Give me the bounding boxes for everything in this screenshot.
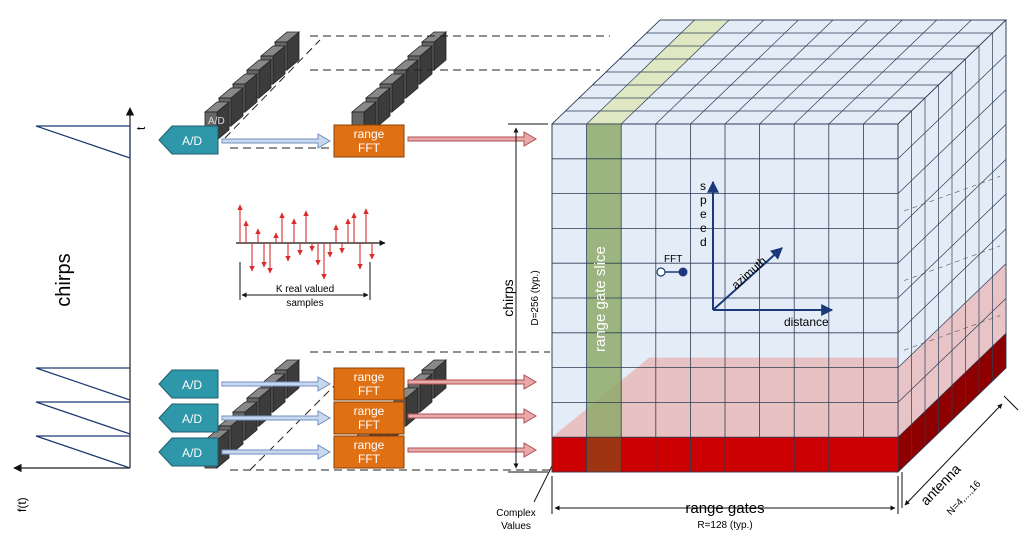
chirps-dimension-sub: D=256 (typ.): [530, 270, 541, 325]
dashed-guides: [224, 35, 610, 471]
slice-red-cell: [586, 437, 622, 472]
cube-depth-hint: [903, 245, 1001, 281]
range-gates-label: range gates: [685, 500, 764, 517]
fft-marker: FFT: [656, 254, 688, 277]
data-cube: [551, 19, 1007, 473]
svg-text:FFT: FFT: [358, 384, 381, 398]
chirp-sawtooth-top: [35, 125, 131, 159]
svg-text:range: range: [354, 370, 385, 384]
complex-values-label-2: Values: [501, 521, 531, 532]
ad-converter-3: A/D: [158, 437, 219, 467]
ad-label: A/D: [182, 412, 202, 426]
svg-text:range: range: [354, 438, 385, 452]
ad-label: A/D: [182, 134, 202, 148]
k-samples-dimension: K real valued samples: [239, 262, 371, 309]
ad-converter-1: A/D: [158, 369, 219, 399]
ad-label: A/D: [182, 446, 202, 460]
ad-label: A/D: [182, 378, 202, 392]
chirps-dimension: chirps D=256 (typ.): [500, 123, 548, 473]
ad-shadow-label: A/D: [208, 116, 225, 127]
svg-text:range: range: [354, 404, 385, 418]
t-axis-label: t: [134, 126, 148, 130]
k-samples-label-2: samples: [286, 298, 323, 309]
chirp-sawtooth-bottom: [35, 367, 131, 469]
range-gates-dimension: range gates R=128 (typ.): [551, 476, 899, 531]
range-gate-slice-label: range gate slice: [592, 246, 609, 352]
svg-text:FFT: FFT: [358, 141, 381, 155]
cube-depth-hint: [903, 315, 1001, 351]
ad-converter-top: A/D A/D: [158, 116, 225, 155]
fft-to-cube-arrows: [407, 131, 537, 458]
svg-text:FFT: FFT: [358, 452, 381, 466]
chirps-dimension-label: chirps: [500, 279, 516, 316]
sampled-signal: [236, 204, 386, 280]
range-gate-slice: [586, 124, 622, 438]
svg-text:FFT: FFT: [358, 418, 381, 432]
sample-buffer-stacks: [203, 31, 448, 469]
fft-label: FFT: [664, 254, 682, 265]
svg-text:range: range: [354, 127, 385, 141]
chirps-axis-label: chirps: [53, 253, 75, 306]
velocity-axes: [707, 180, 834, 316]
distance-axis-label: distance: [784, 315, 829, 329]
complex-values-label: Complex: [496, 508, 535, 519]
range-fft-top: range FFT: [333, 124, 405, 158]
ft-axis-label: f(t): [15, 497, 29, 512]
complex-values-callout: Complex Values: [496, 465, 553, 532]
ad-converter-2: A/D: [158, 403, 219, 433]
range-gates-sub: R=128 (typ.): [697, 520, 752, 531]
adc-to-fft-arrows: [221, 133, 331, 460]
range-fft-1: range FFT: [333, 367, 405, 401]
range-fft-3: range FFT: [333, 435, 405, 469]
k-samples-label: K real valued: [276, 284, 334, 295]
chirp-timeline: [13, 107, 135, 473]
range-fft-2: range FFT: [333, 401, 405, 435]
cube-depth-hint: [903, 176, 1001, 212]
